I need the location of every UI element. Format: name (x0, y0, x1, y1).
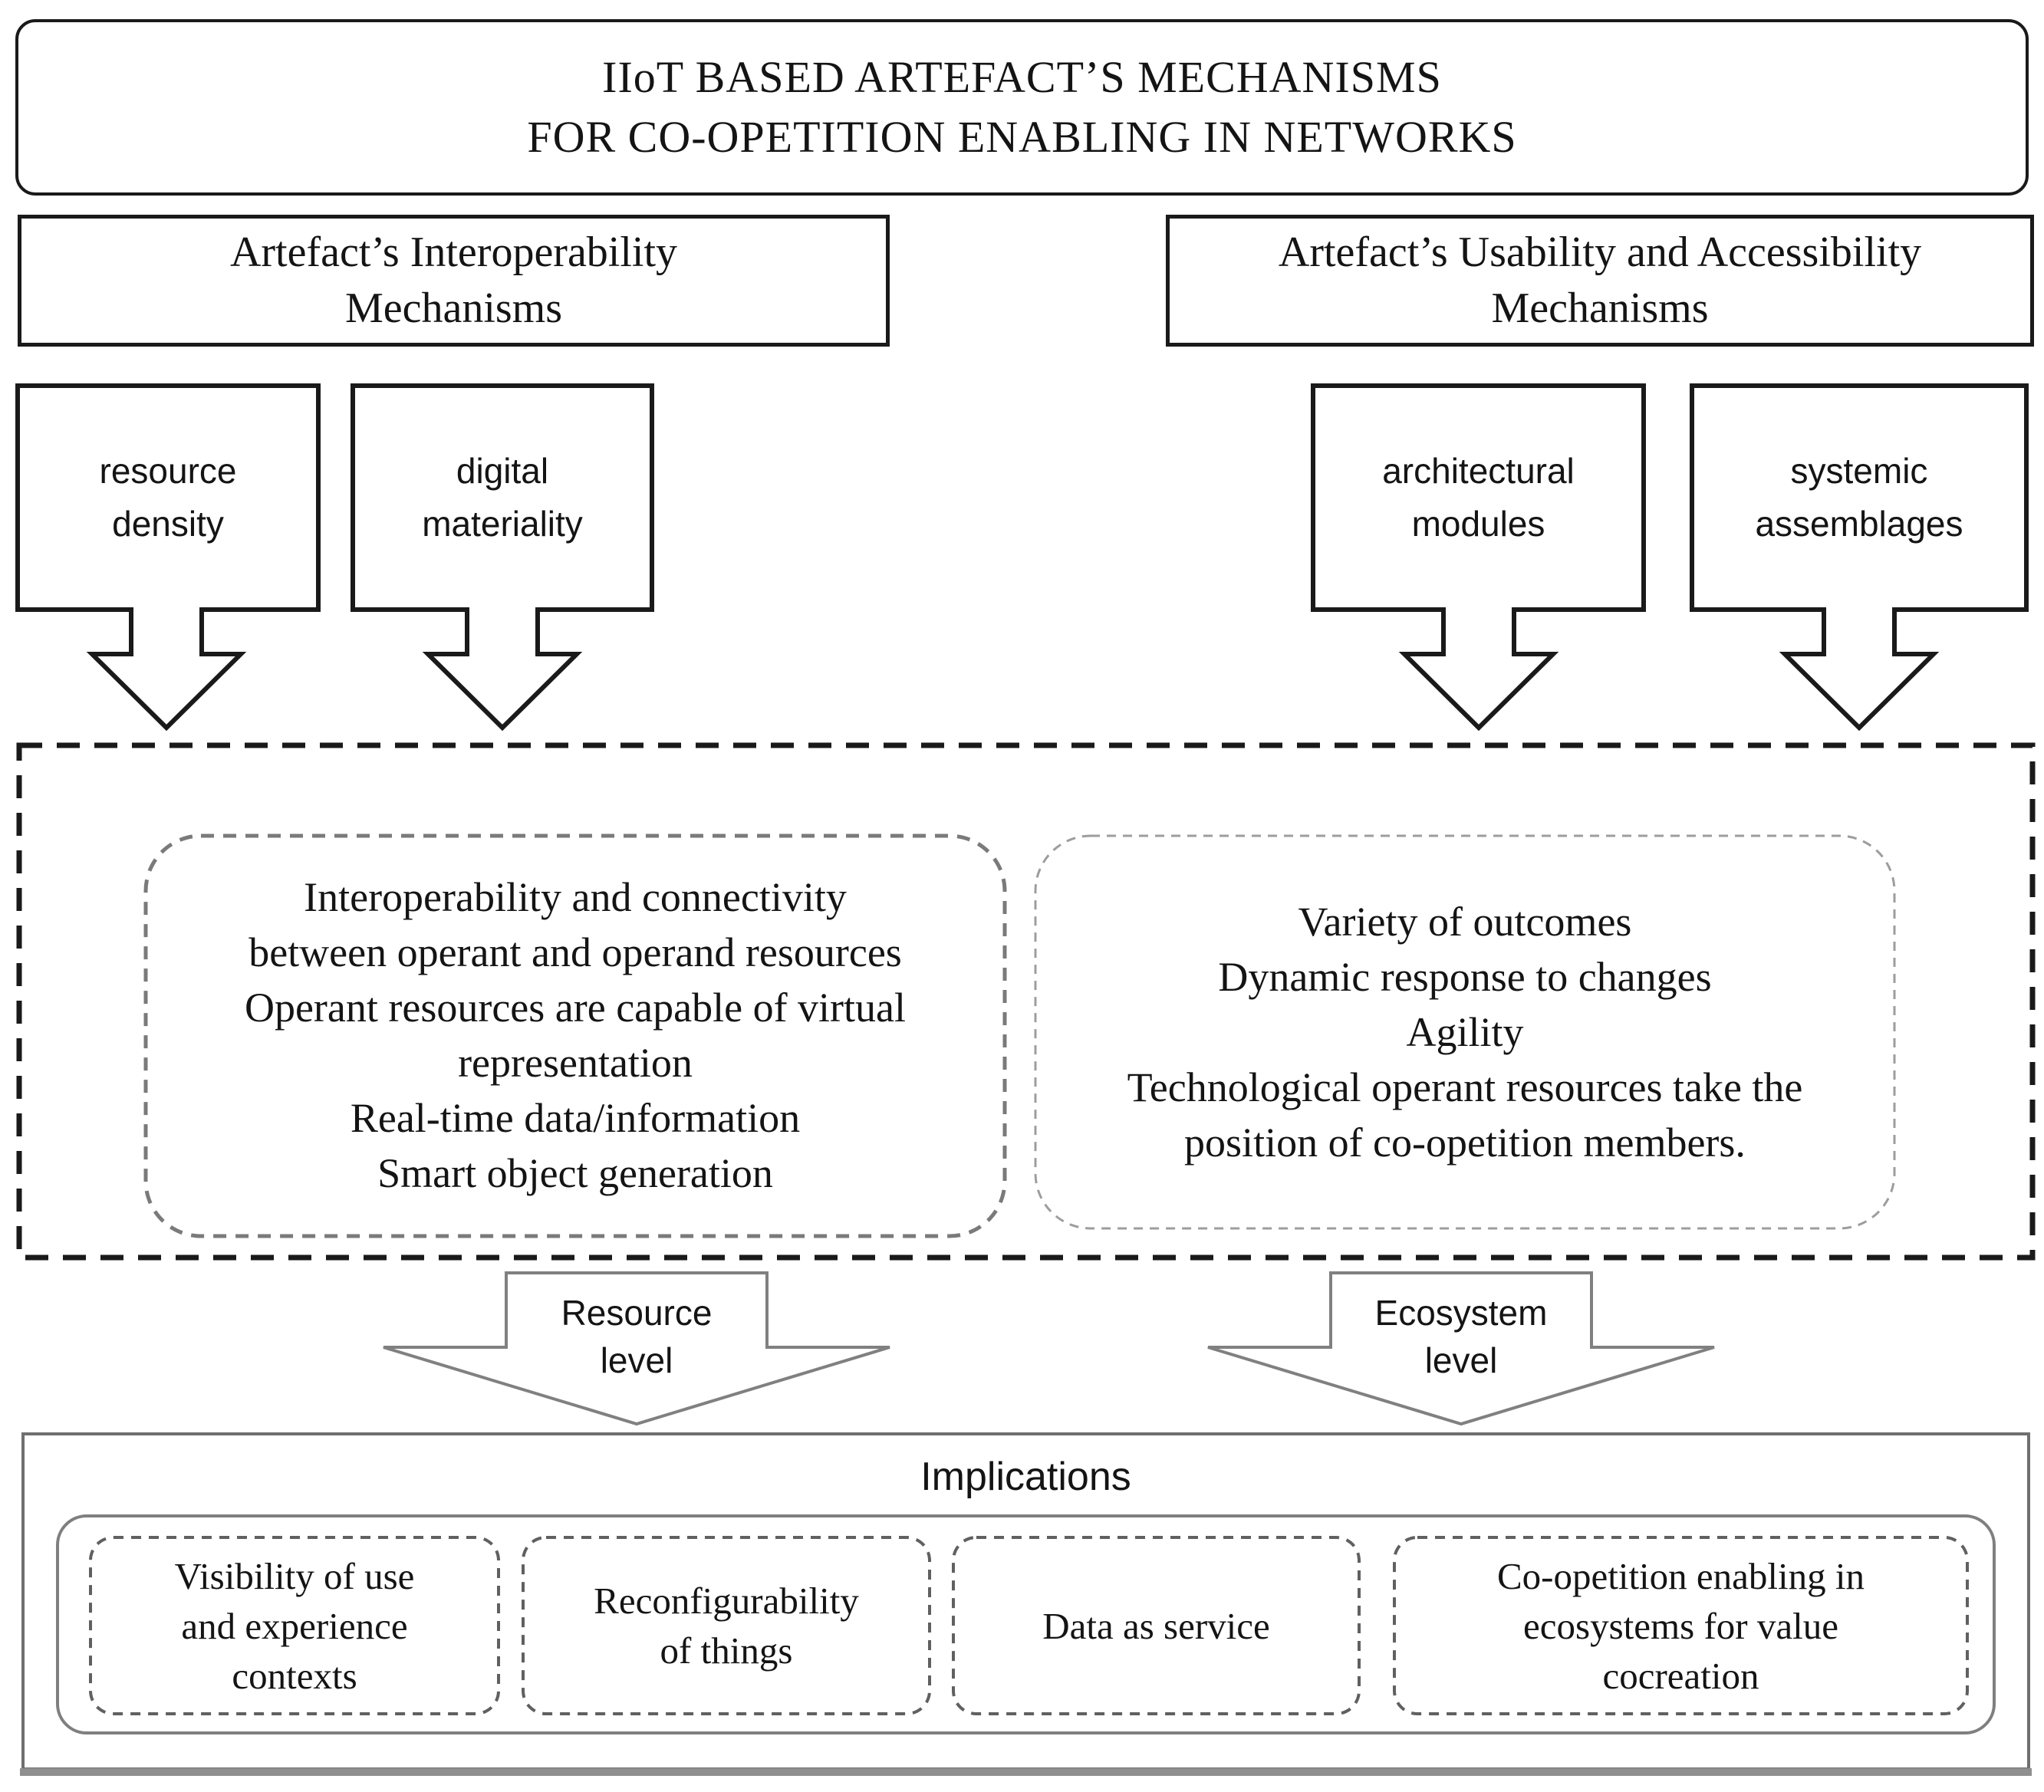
page-title: IIoT BASED ARTEFACT’S MECHANISMS FOR CO-… (527, 52, 1517, 162)
resource-level-label: Resource level (561, 1293, 713, 1380)
header-usability-label: Artefact’s Usability and Accessibility M… (1278, 229, 1922, 332)
implication-item-label-visibility: Visibility of use and experience context… (174, 1554, 415, 1697)
implication-item-label-data-service: Data as service (1042, 1604, 1270, 1647)
title-box (15, 19, 2029, 196)
implication-item-box-data-service (952, 1536, 1361, 1715)
digital-materiality-label: digital materiality (422, 451, 583, 544)
systemic-assemblages-box-arrow-shape (1690, 383, 2029, 732)
header-interoperability-box (18, 215, 890, 347)
resource-level-down-arrow-icon (383, 1271, 890, 1426)
header-interoperability-label: Artefact’s Interoperability Mechanisms (229, 229, 678, 332)
ecosystem-level-down-arrow-icon (1207, 1271, 1715, 1426)
systemic-assemblages-label: systemic assemblages (1755, 451, 1963, 544)
digital-materiality-box-arrow-shape (351, 383, 654, 732)
implication-item-box-reconfigurability (522, 1536, 931, 1715)
resource-density-label: resource density (99, 451, 237, 544)
implications-inner-container (56, 1514, 1996, 1734)
ecosystem-outcomes-text: Variety of outcomes Dynamic response to … (1127, 899, 1803, 1166)
implication-item-label-reconfigurability: Reconfigurability of things (594, 1580, 859, 1672)
ecosystem-outcomes-dashed-box (1034, 834, 1896, 1230)
architectural-modules-box-arrow-shape (1311, 383, 1646, 732)
implication-item-label-coopetition: Co-opetition enabling in ecosystems for … (1496, 1554, 1865, 1697)
resource-outcomes-dashed-box (143, 834, 1007, 1238)
resource-density-box-arrow-shape (15, 383, 321, 732)
architectural-modules-label: architectural modules (1382, 451, 1575, 544)
implication-item-box-coopetition (1393, 1536, 1969, 1715)
ecosystem-level-label: Ecosystem level (1374, 1293, 1548, 1380)
implications-heading: Implications (920, 1455, 1131, 1499)
resource-outcomes-text: Interoperability and connectivity betwee… (244, 874, 907, 1196)
header-usability-box (1166, 215, 2034, 347)
implication-item-box-visibility (89, 1536, 500, 1715)
mechanisms-boundary-dashed-box (16, 742, 2036, 1261)
